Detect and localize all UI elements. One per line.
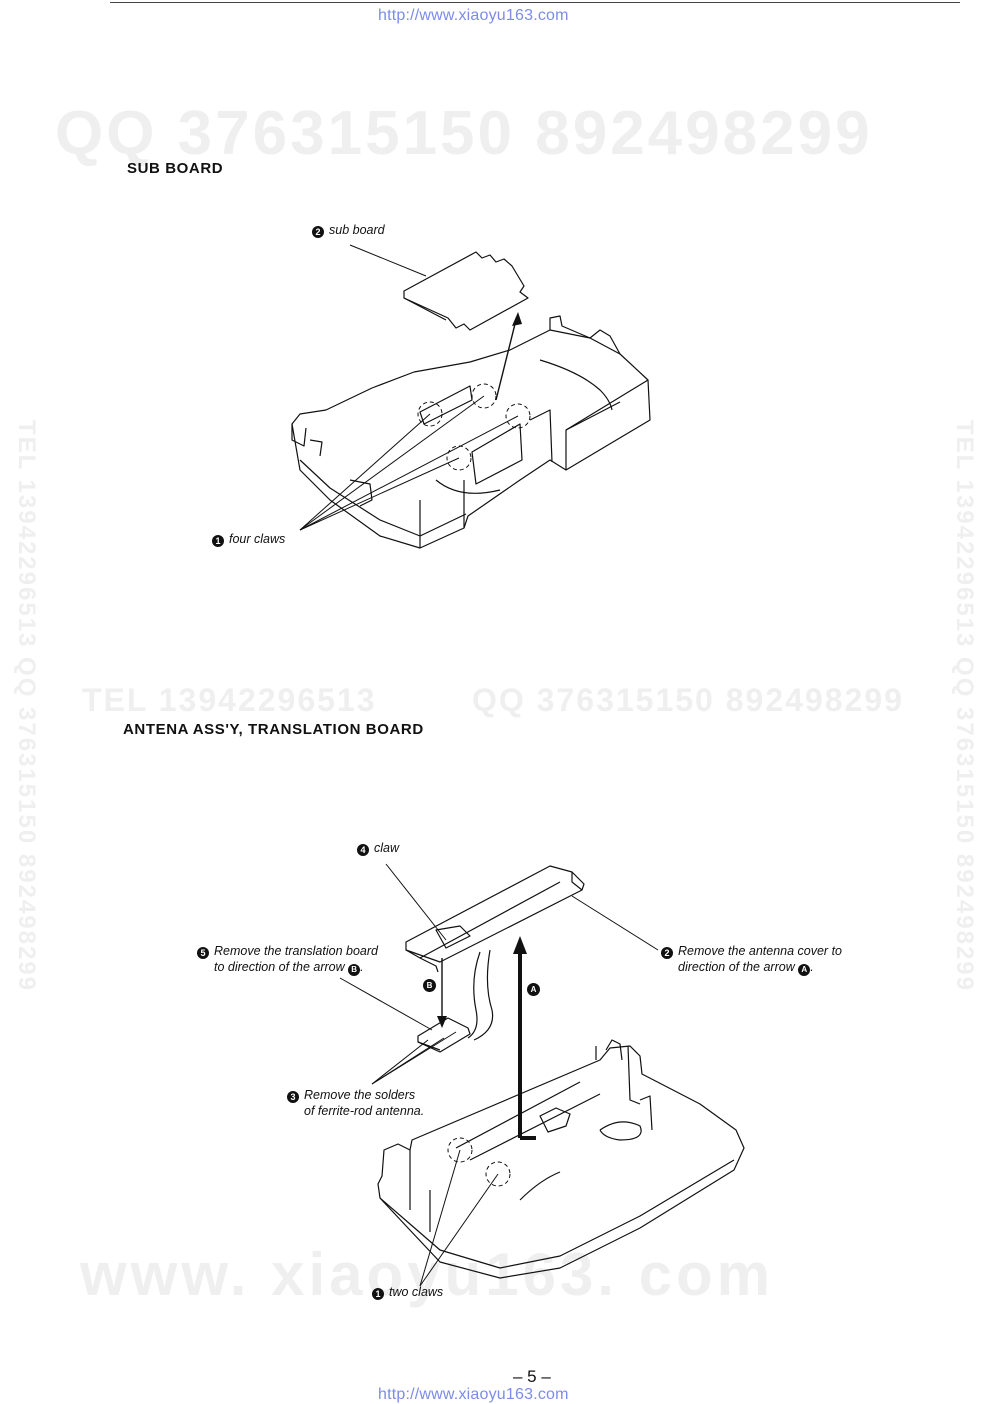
section-title-antenna: ANTENA ASS'Y, TRANSLATION BOARD xyxy=(123,721,424,738)
watermark-vertical-left: TEL 13942296513 QQ 376315150 892498299 xyxy=(13,420,40,992)
header-url[interactable]: http://www.xiaoyu163.com xyxy=(378,7,569,24)
watermark-qq-middle: QQ 376315150 892498299 xyxy=(472,682,904,718)
page-number: – 5 – xyxy=(513,1367,551,1386)
footer-url[interactable]: http://www.xiaoyu163.com xyxy=(378,1386,569,1403)
arrow-ref: A xyxy=(798,964,811,976)
watermark-tel: TEL 13942296513 xyxy=(82,682,377,718)
arrow-ref: B xyxy=(348,964,361,976)
step-number: 4 xyxy=(357,844,369,856)
arrow-marker-b: B xyxy=(423,979,436,992)
watermark-vertical-right: TEL 13942296513 QQ 376315150 892498299 xyxy=(951,420,978,992)
step-number: 2 xyxy=(661,947,673,959)
arrow-marker-a: A xyxy=(527,983,540,996)
section-title-sub-board: SUB BOARD xyxy=(127,160,224,177)
step-number: 1 xyxy=(212,535,224,547)
top-rule xyxy=(110,2,960,3)
watermark-site: www. xiaoyu163. com xyxy=(80,1241,775,1308)
step-number: 2 xyxy=(312,226,324,238)
step-number: 5 xyxy=(197,947,209,959)
step-number: 3 xyxy=(287,1091,299,1103)
step-number: 1 xyxy=(372,1288,384,1300)
watermark-qq-large: QQ 376315150 892498299 xyxy=(55,99,873,168)
